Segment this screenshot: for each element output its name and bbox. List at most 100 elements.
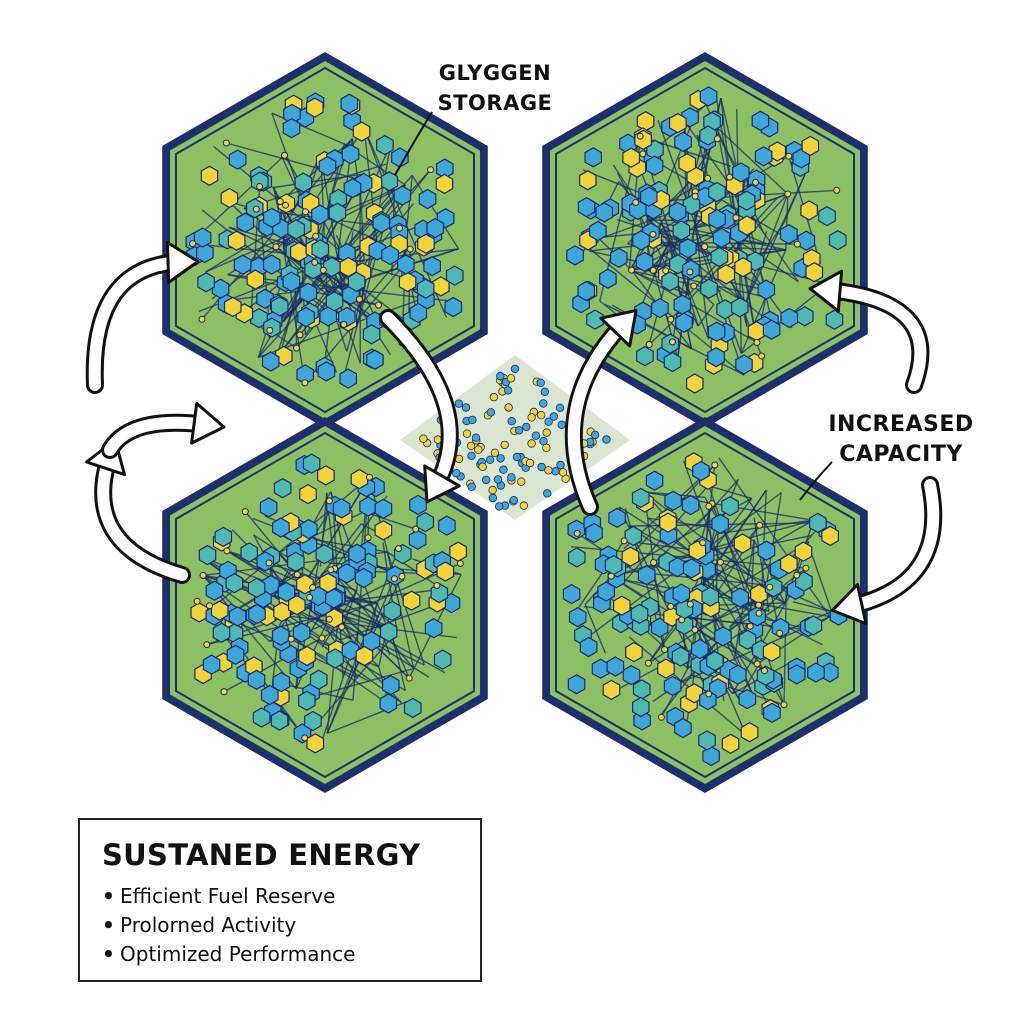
glycogen-granule-icon [798, 231, 815, 250]
glycogen-granule-icon [418, 279, 434, 298]
molecule-node [767, 584, 773, 590]
glycogen-granule-icon [348, 272, 365, 291]
glycogen-granule-icon [226, 574, 243, 593]
molecule-node [319, 635, 325, 641]
center-granule [491, 449, 499, 457]
glycogen-granule-icon [568, 675, 584, 694]
glycogen-granule-icon [692, 640, 709, 659]
molecule-node [326, 498, 332, 504]
center-granule [495, 503, 503, 511]
glycogen-granule-icon [633, 231, 650, 250]
glycogen-granule-icon [377, 136, 394, 155]
center-granule [511, 365, 519, 373]
info-box-item: •Efficient Fuel Reserve [102, 882, 480, 911]
glycogen-granule-icon [802, 136, 818, 155]
glycogen-granule-icon [340, 369, 356, 388]
molecule-node [207, 603, 213, 609]
glycogen-granule-icon [715, 627, 731, 646]
molecule-node [391, 576, 397, 582]
glycogen-granule-icon [795, 542, 811, 561]
molecule-node [687, 269, 693, 275]
glycogen-granule-icon [614, 596, 630, 615]
glycogen-granule-icon [607, 657, 624, 676]
center-granule [489, 486, 497, 494]
molecule-node [785, 191, 791, 197]
glycogen-granule-icon [316, 545, 333, 564]
glycogen-granule-icon [344, 179, 361, 198]
glycogen-granule-icon [299, 691, 315, 710]
molecule-node [302, 735, 308, 741]
glycogen-granule-icon [264, 255, 281, 274]
molecule-node [663, 268, 669, 274]
glycogen-granule-icon [626, 643, 643, 662]
glycogen-granule-icon [307, 98, 323, 117]
molecule-node [313, 233, 319, 239]
glycogen-granule-icon [673, 221, 690, 240]
molecule-node [756, 610, 762, 616]
center-granule [558, 421, 566, 429]
glycogen-granule-icon [384, 601, 400, 620]
glycogen-granule-icon [718, 265, 735, 284]
center-granule [532, 432, 540, 440]
glycogen-granule-icon [297, 575, 314, 594]
center-granule [526, 459, 534, 467]
bullet-icon: • [102, 940, 120, 969]
glycogen-granule-icon [301, 520, 318, 539]
glycogen-granule-icon [700, 87, 717, 106]
molecule-node [434, 583, 440, 589]
center-granule [462, 404, 470, 412]
glycogen-granule-icon [253, 708, 270, 727]
glycogen-granule-icon [380, 694, 396, 713]
glycogen-granule-icon [600, 269, 616, 288]
molecule-node [700, 540, 706, 546]
molecule-node [257, 184, 263, 190]
glycogen-granule-icon [633, 698, 649, 717]
glycogen-granule-icon [305, 712, 322, 731]
glycogen-granule-icon [662, 272, 678, 291]
capacity-label-line1: INCREASED [806, 410, 996, 440]
glycogen-granule-icon [225, 297, 242, 316]
molecule-node [705, 175, 711, 181]
glycogen-granule-icon [360, 497, 377, 516]
glycogen-granule-icon [405, 698, 422, 717]
glycogen-granule-icon [273, 518, 290, 537]
glycogen-granule-icon [578, 198, 594, 217]
glycogen-granule-icon [801, 201, 817, 220]
glycogen-granule-icon [212, 601, 228, 620]
glycogen-granule-icon [712, 514, 729, 533]
glycogen-granule-icon [758, 541, 775, 560]
glycogen-granule-icon [652, 299, 668, 318]
glycogen-granule-icon [288, 220, 305, 239]
glycogen-granule-icon [598, 582, 615, 601]
glycogen-granule-icon [409, 530, 426, 549]
glycogen-granule-icon [320, 573, 336, 592]
glycogen-granule-icon [410, 304, 427, 323]
glycogen-granule-icon [751, 585, 768, 604]
molecule-node [320, 267, 326, 273]
info-box-title: SUSTANED ENERGY [102, 838, 480, 872]
glycogen-granule-icon [342, 145, 358, 164]
center-granule [552, 468, 560, 476]
molecule-node [781, 702, 787, 708]
hexagon-cell [542, 417, 868, 793]
glycogen-granule-icon [570, 608, 586, 627]
molecule-node [339, 624, 345, 630]
molecule-node [668, 316, 674, 322]
glycogen-granule-icon [227, 645, 244, 664]
glycogen-granule-icon [735, 258, 751, 277]
glycogen-granule-icon [339, 564, 356, 583]
glycogen-granule-icon [375, 521, 392, 540]
glycogen-granule-icon [447, 266, 464, 285]
molecule-node [753, 179, 759, 185]
molecule-node [679, 617, 685, 623]
center-granule [543, 490, 551, 498]
center-granule [508, 474, 516, 482]
bullet-icon: • [102, 911, 120, 940]
glycogen-granule-icon [748, 322, 764, 341]
glycogen-granule-icon [717, 300, 733, 319]
glycogen-granule-icon [260, 498, 276, 517]
glycogen-granule-icon [687, 374, 703, 393]
molecule-node [428, 167, 434, 173]
glycogen-granule-icon [730, 665, 746, 684]
glycogen-granule-icon [625, 526, 641, 545]
